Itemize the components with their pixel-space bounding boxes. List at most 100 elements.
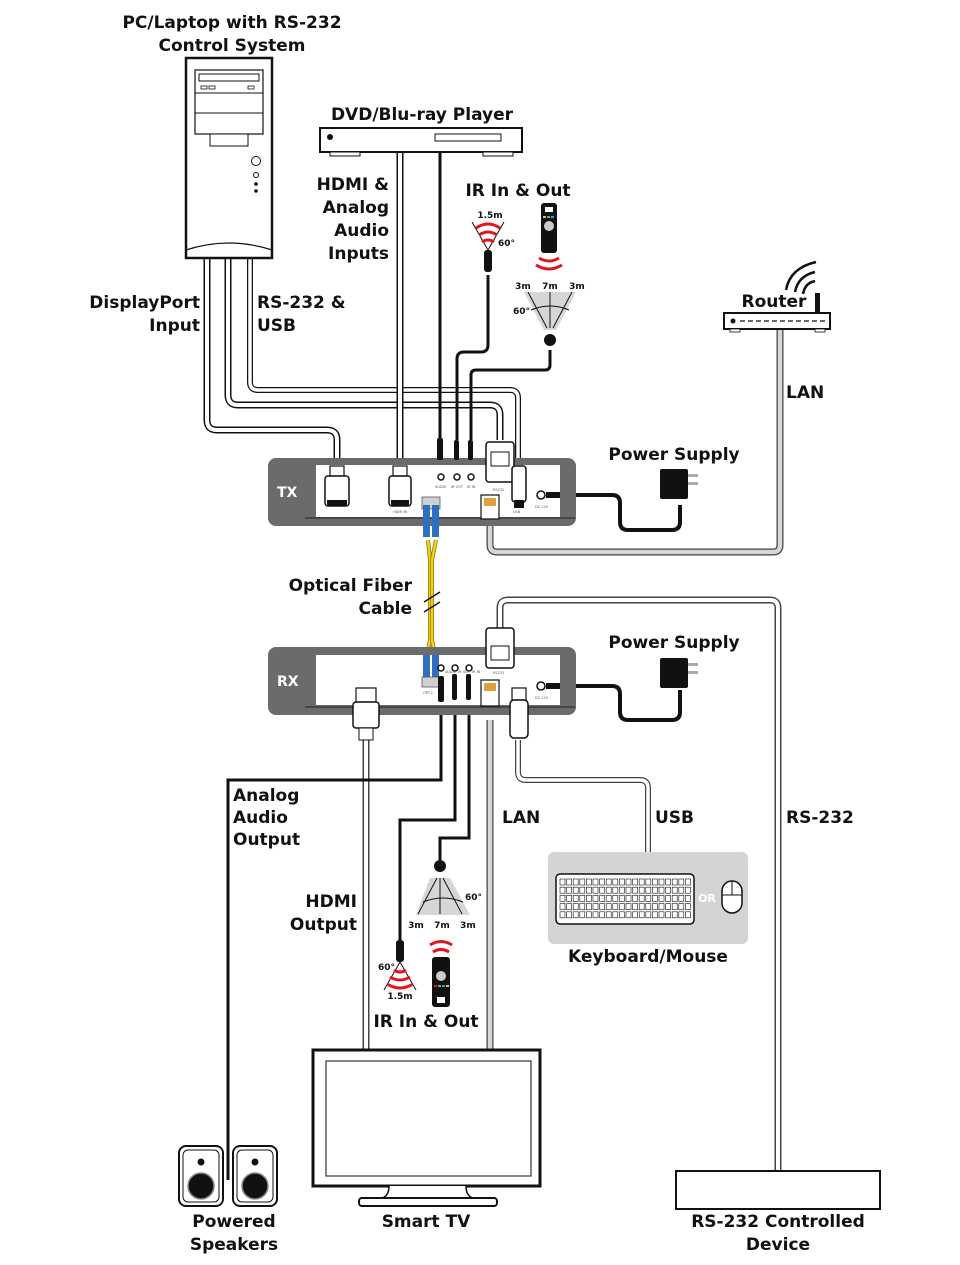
power-adapter-icon: [660, 469, 698, 499]
keyboard-key: [678, 895, 685, 902]
displayport-label-2: Input: [149, 316, 200, 336]
ir-receiver-range-left-top: 3m: [515, 282, 531, 292]
keyboard-key: [632, 903, 638, 910]
rs232-cable-tx: [224, 258, 504, 440]
keyboard-key: [665, 903, 671, 910]
power-adapter-icon: [660, 658, 698, 688]
ir-emitter-angle-bottom: 60°: [378, 963, 395, 973]
keyboard-key: [658, 878, 665, 886]
tx-port-usb: USB: [513, 510, 521, 514]
keyboard-key: [572, 895, 579, 902]
keyboard-key: [658, 886, 665, 894]
usb-cable-rx: [515, 740, 651, 852]
keyboard-key: [685, 903, 691, 910]
keyboard-key: [612, 911, 619, 919]
keyboard-key: [605, 895, 612, 902]
rx-label: RX: [277, 674, 299, 690]
keyboard-key: [586, 911, 592, 919]
pc-label-line1: PC/Laptop with RS-232: [122, 13, 341, 33]
ir-emitter-range-bottom: 1.5m: [387, 992, 412, 1002]
keyboard-key: [559, 911, 566, 919]
keyboard-key: [638, 911, 645, 919]
hdmi-analog-label-2: Analog: [323, 198, 389, 218]
keyboard-key: [652, 911, 658, 919]
keyboard-key: [572, 878, 579, 886]
keyboard-key: [625, 911, 632, 919]
keyboard-key: [678, 903, 685, 910]
dc-power-port-rx: DC 12V: [535, 681, 560, 700]
keyboard-key: [678, 911, 685, 919]
ir-receiver-range-left-bottom: 3m: [408, 921, 424, 931]
keyboard-key: [599, 903, 605, 910]
lan-label-bottom: LAN: [502, 808, 540, 828]
keyboard-key: [619, 878, 625, 886]
keyboard-key: [592, 878, 599, 886]
analog-audio-output-label-1: Analog: [233, 786, 299, 806]
keyboard-key: [632, 911, 638, 919]
ir-receiver-range-mid-top: 7m: [542, 282, 558, 292]
keyboard-key: [579, 878, 586, 886]
keyboard-mouse-label: Keyboard/Mouse: [568, 947, 728, 967]
cables: [203, 152, 784, 1180]
keyboard-key: [645, 895, 652, 902]
hdmi-out-connector-icon: [352, 687, 380, 741]
keyboard-key: [665, 878, 671, 886]
usb-connector-icon-tx: USB: [511, 465, 527, 514]
rx-unit: RX OPT.1 AUDIO IR OUT IR IN RS232: [268, 627, 576, 741]
rs232-device-label-line1: RS-232 Controlled: [691, 1212, 865, 1232]
speakers-label-line2: Speakers: [190, 1235, 278, 1255]
hdmi-in-connector-icon: HDMI IN: [388, 465, 412, 514]
keyboard-key: [619, 911, 625, 919]
keyboard-key: [566, 911, 572, 919]
keyboard-key: [652, 903, 658, 910]
keyboard-key: [665, 911, 671, 919]
keyboard-key: [685, 911, 691, 919]
displayport-label-1: DisplayPort: [89, 293, 200, 313]
keyboard-key: [625, 895, 632, 902]
ir-receiver-icon: 3m 7m 3m 60°: [408, 860, 482, 931]
speakers-label-line1: Powered: [192, 1212, 275, 1232]
tx-label: TX: [277, 485, 298, 501]
remote-control-icon: [429, 940, 453, 1007]
keyboard-key: [559, 886, 566, 894]
rs232-controlled-device: RS-232 Controlled Device: [675, 1170, 881, 1255]
keyboard-key: [619, 895, 625, 902]
keyboard-key: [685, 878, 691, 886]
analog-audio-output-label-3: Output: [233, 830, 300, 850]
keyboard-key: [652, 895, 658, 902]
keyboard-key: [665, 895, 671, 902]
smart-tv: Smart TV: [311, 1048, 542, 1232]
router-label: Router: [742, 292, 808, 312]
lan-connector-icon-tx: [480, 494, 500, 520]
keyboard-key: [671, 911, 678, 919]
keyboard-key: [559, 903, 566, 910]
keyboard-key: [645, 903, 652, 910]
power-supply-tx: Power Supply: [608, 445, 740, 499]
keyboard-key: [566, 886, 572, 894]
keyboard-key: [566, 878, 572, 886]
cable-labels-bottom: Analog Audio Output HDMI Output LAN USB …: [233, 786, 854, 935]
keyboard-key: [559, 895, 566, 902]
keyboard-key: [612, 886, 619, 894]
or-text: OR: [698, 892, 716, 905]
dvd-label: DVD/Blu-ray Player: [331, 105, 514, 125]
keyboard-key: [671, 886, 678, 894]
rx-port-opt: OPT.1: [423, 691, 433, 695]
ir-title-top: IR In & Out: [465, 181, 570, 201]
tx-port-ir-out: IR OUT: [451, 485, 464, 489]
lan-connector-icon-rx: [480, 679, 500, 707]
keyboard-key: [605, 911, 612, 919]
hdmi-analog-label-4: Inputs: [328, 244, 389, 264]
keyboard-key: [566, 895, 572, 902]
cable-labels-top: HDMI & Analog Audio Inputs DisplayPort I…: [89, 175, 824, 403]
keyboard-key: [645, 886, 652, 894]
rx-port-dc: DC 12V: [535, 696, 549, 700]
keyboard-key: [572, 886, 579, 894]
keyboard-key: [579, 895, 586, 902]
ir-emitter-cable-rx: [398, 700, 457, 940]
rs232-usb-label-1: RS-232 &: [257, 293, 346, 313]
keyboard-icon: [555, 873, 695, 925]
keyboard-key: [612, 903, 619, 910]
keyboard-key: [658, 903, 665, 910]
rs232-usb-label-2: USB: [257, 316, 296, 336]
